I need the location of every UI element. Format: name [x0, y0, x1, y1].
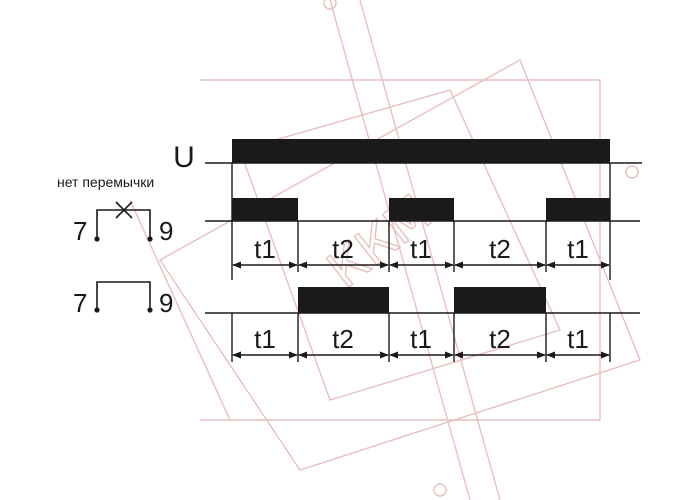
interval-label: t1: [410, 234, 432, 264]
interval-label: t2: [332, 234, 354, 264]
interval-label: t2: [332, 324, 354, 354]
pulse-4: [298, 287, 389, 313]
pulse-5: [454, 287, 546, 313]
output-timeline-1: t1 t2 t1 t2 t1: [205, 198, 640, 272]
terminal-label-7: 7: [73, 288, 87, 318]
cross-icon: [115, 201, 133, 219]
interval-label: t1: [410, 324, 432, 354]
interval-label: t1: [567, 324, 589, 354]
interval-label: t1: [254, 324, 276, 354]
interval-label: t1: [254, 234, 276, 264]
jumper-note: нет перемычки: [57, 174, 154, 190]
interval-label: t2: [489, 234, 511, 264]
pulse-1: [232, 198, 298, 221]
pulse-3: [546, 198, 610, 221]
terminal-label-9: 9: [159, 288, 173, 318]
terminal-symbol-no-jumper: 7 9: [73, 201, 173, 246]
supply-pulse: [232, 139, 610, 163]
terminal-symbol-jumper: 7 9: [73, 281, 173, 318]
interval-label: t2: [489, 324, 511, 354]
output-timeline-2: t1 t2 t1 t2 t1: [205, 287, 640, 362]
interval-label: t1: [567, 234, 589, 264]
pulse-2: [389, 198, 454, 221]
terminal-label-7: 7: [73, 216, 87, 246]
terminal-label-9: 9: [159, 216, 173, 246]
supply-label: U: [173, 141, 195, 174]
watermark: ККМ: [129, 0, 641, 500]
